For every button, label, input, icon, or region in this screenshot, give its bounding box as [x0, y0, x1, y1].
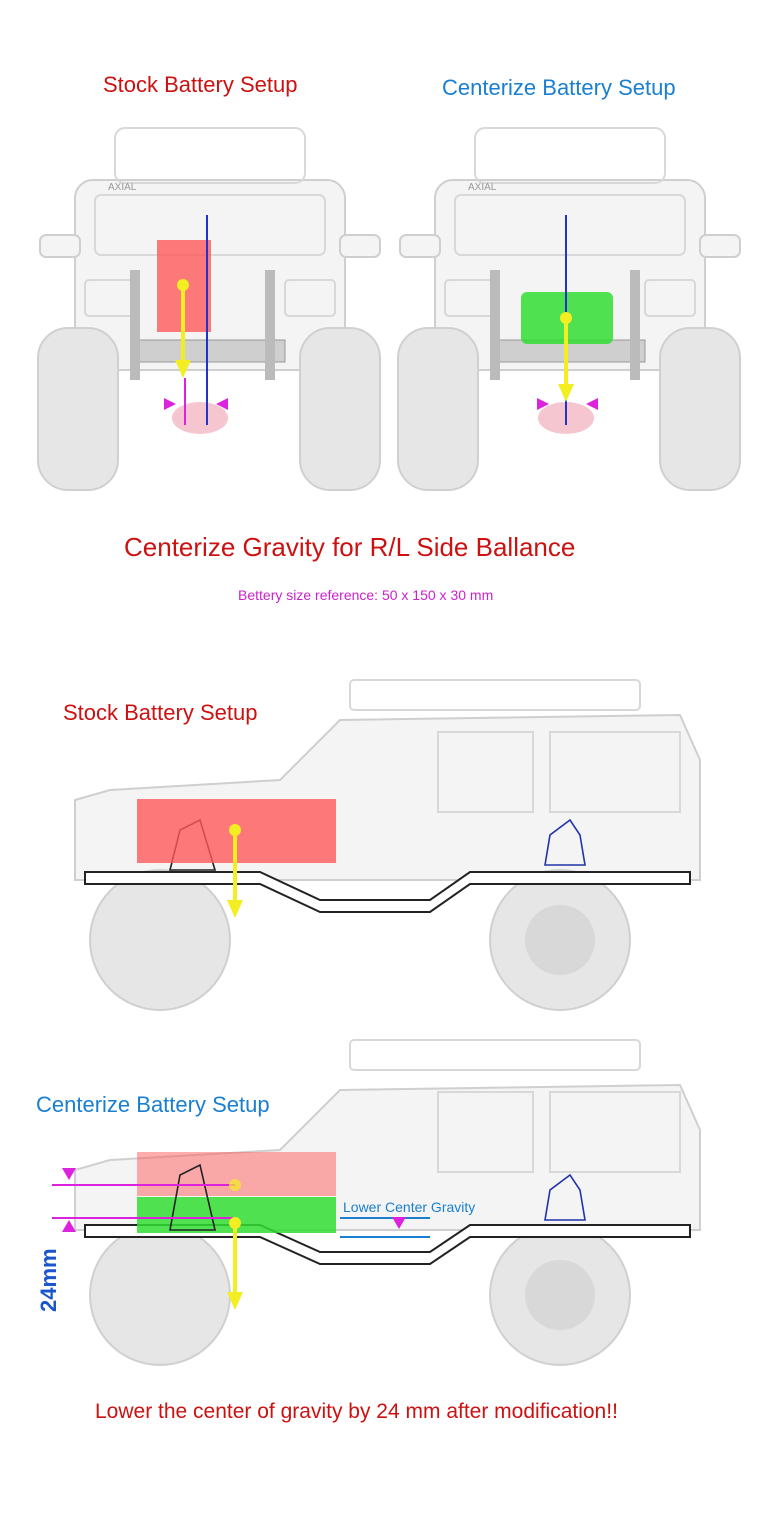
roof-rack: [349, 679, 641, 711]
frame-rail-right: [265, 270, 275, 380]
old-gravity-point: [229, 1179, 241, 1191]
tire-front: [89, 1224, 231, 1366]
mirror-right: [339, 234, 381, 258]
dimension-label: 24mm: [36, 1248, 61, 1312]
diff-housing: [172, 402, 228, 434]
side-stock-title: Stock Battery Setup: [63, 700, 258, 725]
tire-left: [37, 327, 119, 491]
tire-left: [397, 327, 479, 491]
side-view-stock: [74, 679, 701, 1011]
front-center-title: Centerize Battery Setup: [442, 75, 676, 100]
gravity-arrow-head: [227, 900, 243, 918]
front-stock-title: Stock Battery Setup: [103, 72, 298, 97]
gravity-point: [229, 824, 241, 836]
roof-rack: [114, 127, 306, 184]
window-back: [549, 731, 681, 813]
window-rear: [437, 1091, 534, 1173]
rim-rear: [525, 1260, 595, 1330]
gravity-point: [229, 1217, 241, 1229]
headline: Centerize Gravity for R/L Side Ballance: [124, 532, 576, 562]
windshield: [454, 194, 686, 256]
marker-arrow-left: [586, 398, 598, 410]
gravity-arrow-head: [558, 384, 574, 402]
tire-front: [89, 869, 231, 1011]
marker-arrow-down: [62, 1168, 76, 1180]
front-bumper: [134, 339, 286, 363]
front-view-center: AXIAL: [397, 127, 741, 491]
headlight-right: [284, 279, 336, 317]
lower-center-gravity-label: Lower Center Gravity: [343, 1199, 476, 1215]
lower-marker-arrow: [392, 1217, 406, 1229]
tire-right: [299, 327, 381, 491]
side-view-center: [52, 1039, 701, 1366]
marker-arrow-right: [537, 398, 549, 410]
gravity-arrow-head: [175, 360, 191, 378]
gravity-point: [560, 312, 572, 324]
rear-shock-tower: [544, 1173, 586, 1221]
front-shock-tower: [169, 1163, 217, 1231]
marker-arrow-left: [216, 398, 228, 410]
marker-arrow-right: [164, 398, 176, 410]
mirror-left: [399, 234, 441, 258]
side-center-title: Centerize Battery Setup: [36, 1092, 270, 1117]
gravity-arrow-head: [227, 1292, 243, 1310]
roof-rack: [474, 127, 666, 184]
window-back: [549, 1091, 681, 1173]
gravity-point: [177, 279, 189, 291]
rear-shock-tower: [544, 818, 586, 866]
frame-rail-left: [490, 270, 500, 380]
battery-size-reference: Bettery size reference: 50 x 150 x 30 mm: [238, 587, 494, 603]
axial-logo: AXIAL: [468, 182, 497, 193]
window-rear: [437, 731, 534, 813]
headlight-right: [644, 279, 696, 317]
marker-arrow-up: [62, 1220, 76, 1232]
tire-right: [659, 327, 741, 491]
roof-rack: [349, 1039, 641, 1071]
front-view-stock: AXIAL: [37, 127, 381, 491]
mirror-right: [699, 234, 741, 258]
frame-rail-right: [630, 270, 640, 380]
mirror-left: [39, 234, 81, 258]
footer-caption: Lower the center of gravity by 24 mm aft…: [95, 1400, 618, 1423]
rim-rear: [525, 905, 595, 975]
frame-rail-left: [130, 270, 140, 380]
axial-logo: AXIAL: [108, 182, 137, 193]
